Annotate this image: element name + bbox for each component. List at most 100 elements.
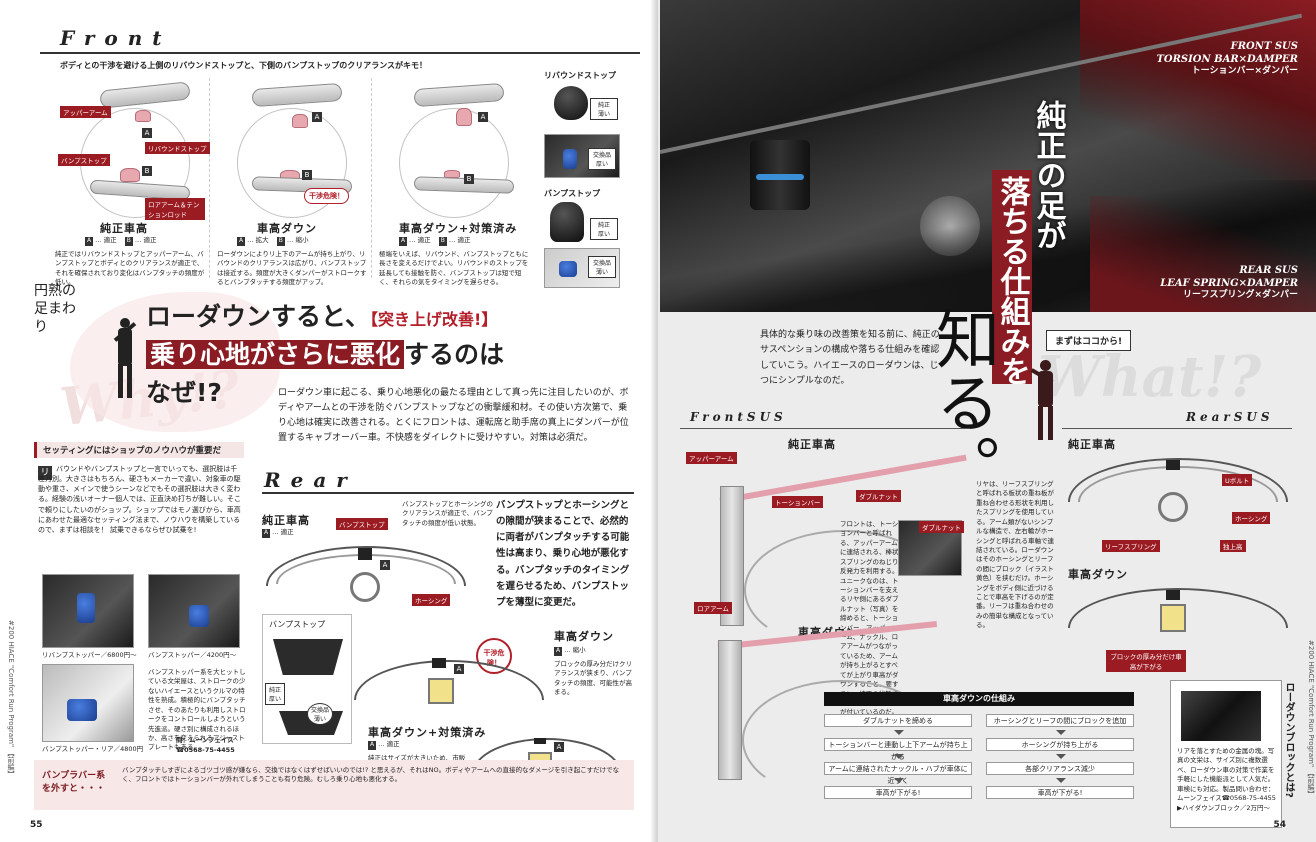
blue-stop-part (559, 261, 577, 277)
front-diagram-lowered: A B 干渉危険！ 車高ダウン A… 拡大 B… 縮小 ローダウンによりリ上下の… (212, 78, 372, 286)
bump-stop-label: バンプストップ (336, 518, 388, 530)
wheel-sketch (237, 108, 347, 218)
diagram-caption: 車高ダウン (257, 222, 317, 235)
bump-stop-block (1166, 590, 1180, 600)
lower-arm-label: ロアアーム (694, 602, 732, 614)
lowdown-block-text: リアを落とすための金属の塊。写真の文栄は、サイズ別に複数選べ、ローダウン車の対策… (1177, 747, 1276, 812)
flow-arrow (1056, 754, 1066, 759)
diagram-ab-values: A… 適正 (368, 740, 400, 750)
photo-caption-1: リバンプストッパー／6800円〜 (42, 651, 137, 659)
knuckle-sketch-down (718, 640, 742, 780)
diagram-caption: 車高ダウン+対策済み (368, 726, 487, 739)
a-marker: A (142, 128, 152, 138)
page-number-right: 54 (1273, 820, 1286, 830)
rear-down-caption: 車高ダウン (1068, 568, 1128, 581)
right-page: FRONT SUS TORSION BAR×DAMPER トーションバー×ダンパ… (658, 0, 1316, 842)
rear-sus-section-title: RearSUS (1186, 410, 1274, 424)
rear-sus-jp: リーフスプリング×ダンパー (1182, 290, 1298, 300)
photo-caption-3: バンプストッパー・リア／4800円 (42, 745, 144, 753)
front-section-title: Front (60, 26, 172, 50)
upper-arm-sketch (413, 82, 505, 108)
photo-caption-2: バンプストッパー／4200円〜 (148, 651, 237, 659)
flow-arrow (894, 778, 904, 783)
hero-red-panel (1080, 0, 1316, 200)
genuine-thick-label: 純正厚い (265, 683, 286, 705)
headline-line3: なぜ!? (146, 378, 222, 407)
shop-tel: ☎0568-75-4455 (176, 746, 235, 754)
interference-warning: 干渉危険！ (304, 188, 349, 204)
double-nut-photo-label: ダブルナット (919, 521, 964, 533)
a-marker: A (478, 112, 488, 122)
bump-stop-block (1166, 460, 1180, 470)
front-genuine-caption: 純正車高 (788, 438, 836, 451)
rear-title-rule (262, 492, 634, 494)
upper-arm-sketch (99, 81, 191, 109)
diagram-note: バンプストップとホーシングのクリアランスが適正で、バンプタッチの頻度が低い状態。 (402, 500, 493, 527)
flow-step: トーションバーと連動し上下アームが持ち上がる (824, 738, 972, 761)
blue-stop-part (77, 593, 95, 623)
flow-step: 車高が下がる! (986, 786, 1134, 799)
drop-cap: リ (38, 466, 52, 480)
photo-description: バンプストッパー系を大ヒットしている文栄屋は、ストロークの少ないハイエースという… (148, 668, 246, 752)
b-marker: B (464, 174, 474, 184)
double-nut-label: ダブルナット (856, 490, 901, 502)
front-title-rule (40, 52, 640, 54)
double-nut-photo: ダブルナット (898, 520, 964, 576)
flow-step: ダブルナットを締める (824, 714, 972, 727)
vertical-big-title: 知る。 (925, 306, 999, 498)
bump-stopper-rear-photo (42, 664, 134, 742)
housing-sketch (1158, 492, 1188, 522)
flow-title: 車高ダウンの仕組み (824, 692, 1134, 706)
hero-red-lower (1090, 196, 1316, 312)
intro-body: ローダウン車に起こる、乗り心地悪化の最たる理由として真っ先に注目したいのが、ボデ… (278, 388, 629, 443)
bump-stop-label: バンプストップ (58, 154, 110, 166)
a-marker: A (380, 560, 390, 570)
bump-stop-photo (544, 248, 620, 288)
replace-thin-label: 交換品薄い (307, 703, 334, 725)
blue-ring (756, 174, 804, 180)
housing-label: ホーシング (1232, 512, 1271, 524)
diagram-caption: 車高ダウン+対策済み (399, 222, 518, 235)
flow-arrow (894, 730, 904, 735)
u-bolt-label: Uボルト (1222, 474, 1253, 486)
rear-sus-title: REAR SUS (1239, 265, 1298, 276)
side-caption-right: #200 HIACE "Comfort Run Program" 【前編】 (1307, 640, 1315, 798)
rear-sus-down-diagram (1062, 582, 1298, 652)
bump-stop-block (358, 548, 372, 560)
bumper-box-text: バンプタッチしすぎによるゴツゴツ感が嫌なら、交換ではなくはずせばいいのでは!? … (122, 766, 620, 784)
bump-stop-block (534, 738, 546, 744)
hero-photo (660, 0, 1316, 312)
front-diagram-lowered-fixed: A B 車高ダウン+対策済み A… 適正 B… 適正 極端をいえば、リバウンド、… (374, 78, 534, 286)
flow-step: 車高が下がる! (824, 786, 972, 799)
wheel-sketch-down (742, 680, 942, 800)
bump-stop-genuine-image (273, 639, 343, 675)
setting-tip-box: セッティングにはショップのノウハウが重要だ リ バウンドやバンプストップと一言で… (34, 442, 244, 572)
a-marker: A (312, 112, 322, 122)
diagram-ab-values: A… 適正 (262, 528, 294, 538)
rebound-stop-label: リバウンドストップ (145, 142, 210, 154)
rear-section-title: Rear (264, 468, 357, 492)
front-sus-jp: トーションバー×ダンパー (1191, 66, 1298, 76)
diagram-caption: 車高ダウン (554, 630, 614, 643)
bump-stop-image (550, 202, 584, 242)
lowdown-block-box: リアを落とすための金属の塊。写真の文栄は、サイズ別に複数選べ、ローダウン車の対策… (1170, 680, 1282, 828)
column-title-main: 円熟の足まわり (34, 283, 76, 336)
front-sus-title: FRONT SUS (1230, 41, 1298, 52)
upper-arm-label: アッパーアーム (686, 452, 737, 464)
rebound-stop-sketch (292, 114, 308, 128)
flow-diagram: ダブルナットを締める トーションバーと連動し上下アームが持ち上がる アームに連結… (824, 708, 1134, 820)
first-badge: まずはココから! (1046, 330, 1132, 351)
blue-stop-part (189, 605, 209, 627)
rear-diagram-genuine: 純正車高 A… 適正 バンプストップとホーシングのクリアランスが適正で、バンプタ… (262, 500, 494, 612)
rear-bump-stops: バンプストップ 純正厚い 交換品薄い (262, 614, 352, 744)
housing-label: ホーシング (412, 594, 451, 606)
front-sus-genuine-diagram: アッパーアーム トーションバー ダブルナット ロアアーム (680, 446, 980, 650)
lower-arm-label: ロアアーム＆テンションロッド (145, 198, 205, 220)
rear-diagram-lowered: 干渉危険！ A 車高ダウン A… 縮小 ブロックの厚み分だけクリアランスが狭まり… (354, 614, 632, 726)
bump-stop-block (432, 658, 446, 668)
torsion-bar-label: トーションバー (772, 496, 824, 508)
wheel-sketch (399, 108, 509, 218)
block-label: 独上高 (1220, 540, 1246, 552)
stop-samples: リバウンドストップ 純正薄い 交換品厚い バンプストップ 純正厚い 交換品薄い (540, 70, 625, 290)
rebound-stop-title: リバウンドストップ (544, 71, 616, 80)
